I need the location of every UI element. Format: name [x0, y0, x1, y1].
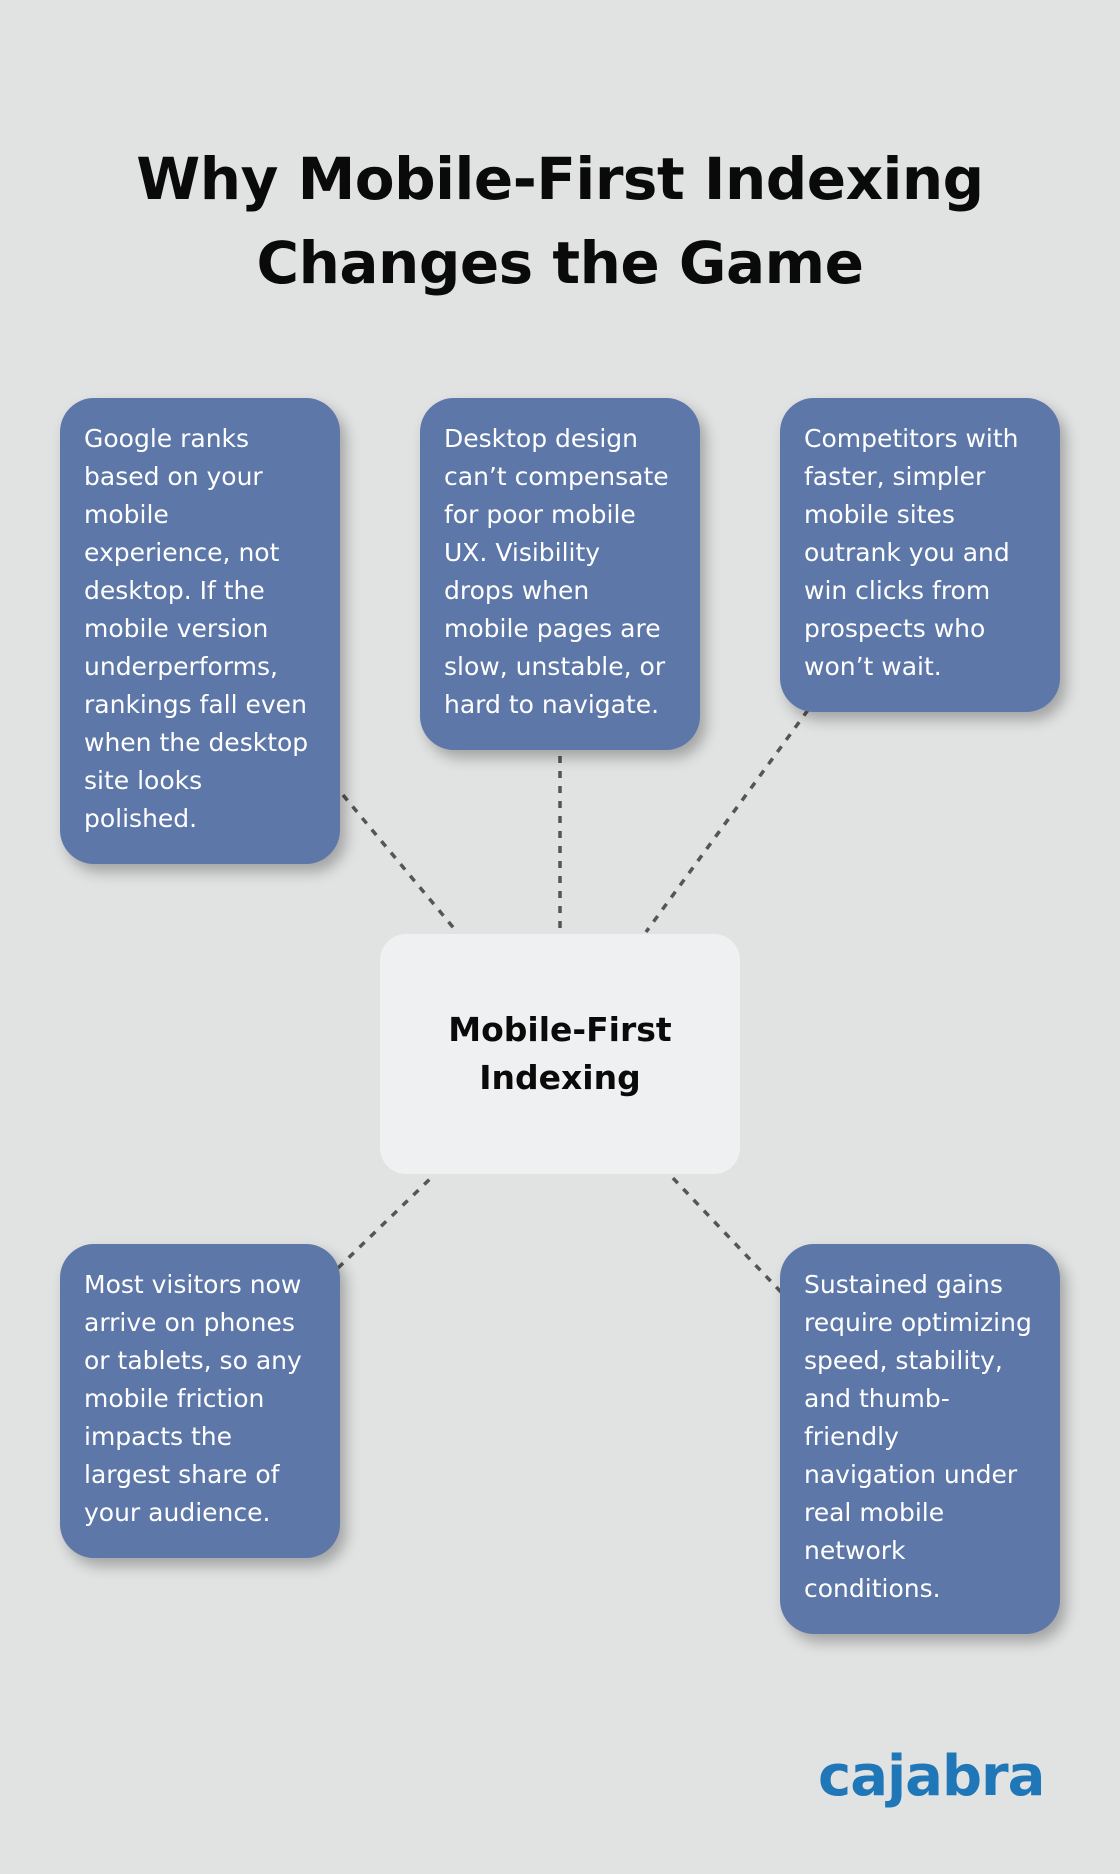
- card-competitors: Competitors with faster, simpler mobile …: [780, 398, 1060, 712]
- central-topic-node: Mobile-First Indexing: [380, 934, 740, 1174]
- page-title: Why Mobile-First Indexing Changes the Ga…: [0, 137, 1120, 305]
- connector-sustained-gains: [669, 1174, 783, 1294]
- connector-mobile-experience: [341, 793, 459, 934]
- card-mobile-experience: Google ranks based on your mobile experi…: [60, 398, 340, 864]
- card-text: Most visitors now arrive on phones or ta…: [84, 1270, 302, 1527]
- card-text: Desktop design can’t compensate for poor…: [444, 424, 669, 719]
- central-topic-label: Mobile-First Indexing: [448, 1010, 672, 1097]
- page-title-line-1: Why Mobile-First Indexing: [136, 144, 984, 213]
- card-sustained-gains: Sustained gains require optimizing speed…: [780, 1244, 1060, 1634]
- card-text: Sustained gains require optimizing speed…: [804, 1270, 1032, 1603]
- card-visitors: Most visitors now arrive on phones or ta…: [60, 1244, 340, 1558]
- connector-competitors: [644, 708, 810, 934]
- cajabra-logo: cajabra: [818, 1744, 1045, 1809]
- page-title-line-2: Changes the Game: [256, 228, 864, 297]
- card-text: Competitors with faster, simpler mobile …: [804, 424, 1019, 681]
- card-desktop-design: Desktop design can’t compensate for poor…: [420, 398, 700, 750]
- card-text: Google ranks based on your mobile experi…: [84, 424, 309, 833]
- connector-visitors: [336, 1174, 435, 1270]
